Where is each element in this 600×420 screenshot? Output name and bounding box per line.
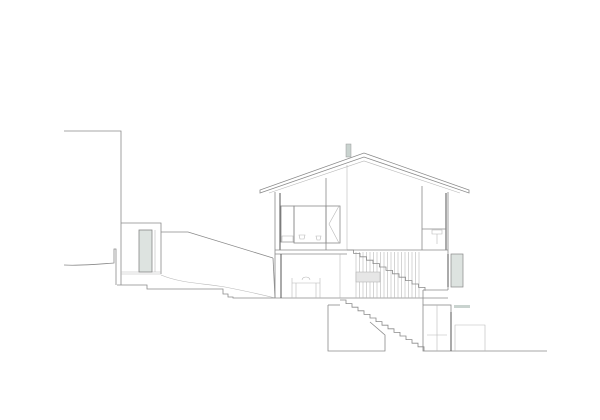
- dining-table: [291, 276, 321, 298]
- annex: [121, 222, 162, 275]
- roof: [259, 143, 470, 194]
- exterior-stairs: [340, 299, 425, 351]
- stair-steps: [347, 249, 426, 291]
- basement: [327, 289, 452, 352]
- neighbour-building: [63, 130, 122, 285]
- chimney: [345, 143, 352, 158]
- annex-door: [138, 229, 153, 273]
- staircase: [347, 249, 426, 298]
- stair-landing: [355, 271, 381, 283]
- exterior-stair-steps: [340, 299, 425, 351]
- terrain: [117, 231, 547, 352]
- side-window: [447, 253, 470, 308]
- kitchen: [280, 205, 443, 244]
